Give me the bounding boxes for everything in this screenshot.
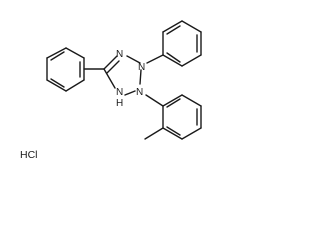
- phenyl-ring-left: [46, 47, 85, 92]
- methyl-bond: [144, 127, 164, 140]
- atom-h: H: [116, 98, 123, 109]
- atom-n2: N: [138, 62, 145, 73]
- counterion-label: HCl: [20, 149, 38, 161]
- bond-n2-phenyl: [146, 54, 164, 64]
- atom-nh: N: [116, 87, 123, 98]
- atom-n3: N: [116, 49, 123, 60]
- tetrazole-ring: [103, 55, 142, 96]
- tolyl-ring: [162, 94, 202, 140]
- bond-n1-tolyl: [145, 94, 164, 107]
- atom-n1: N: [136, 87, 143, 98]
- chemical-structure-diagram: N N N N H HCl: [20, 20, 202, 161]
- phenyl-ring-right: [162, 20, 202, 67]
